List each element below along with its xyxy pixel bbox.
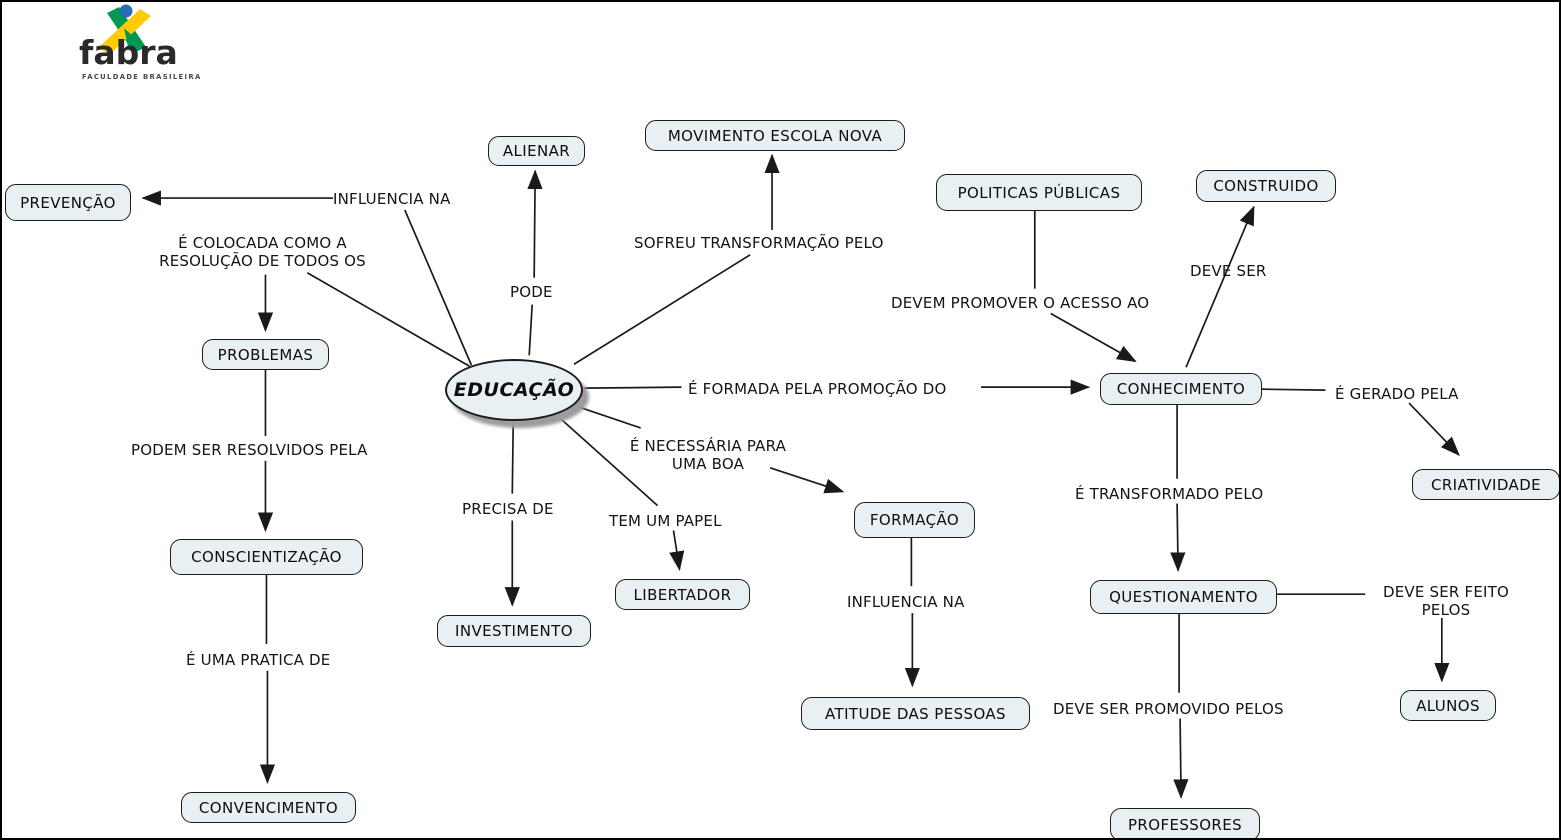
node-educacao[interactable]: EDUCAÇÃO [445,359,583,421]
node-politicas-publicas[interactable]: POLITICAS PÚBLICAS [936,174,1142,211]
edge-label-devem-promover[interactable]: DEVEM PROMOVER O ACESSO AO [891,294,1150,312]
edge-label-podem-ser-resolvidos[interactable]: PODEM SER RESOLVIDOS PELA [131,441,368,459]
arrow-papel-libertador [669,530,685,571]
edge-label-tem-um-papel[interactable]: TEM UM PAPEL [609,512,722,530]
fabra-logo: fabra FACULDADE BRASILEIRA [72,2,202,87]
node-conhecimento[interactable]: CONHECIMENTO [1100,373,1262,405]
arrow-gerado-criatividade [1408,402,1460,457]
node-investimento[interactable]: INVESTIMENTO [437,615,591,647]
arrow-pode-alienar [527,169,543,278]
edge-label-influencia-na-atitude[interactable]: INFLUENCIA NA [847,593,965,611]
node-prevencao[interactable]: PREVENÇÃO [5,184,131,221]
line-educacao-necessaria [578,406,641,429]
edge-label-pode[interactable]: PODE [510,283,553,301]
line-educacao-formada [583,386,682,389]
node-movimento-escola-nova[interactable]: MOVIMENTO ESCOLA NOVA [645,120,905,151]
node-criatividade[interactable]: CRIATIVIDADE [1412,469,1559,500]
node-convencimento[interactable]: CONVENCIMENTO [181,792,356,823]
edge-label-gerado-pela[interactable]: É GERADO PELA [1335,385,1459,403]
node-alunos[interactable]: ALUNOS [1400,690,1496,721]
edge-label-transformado-pelo[interactable]: É TRANSFORMADO PELO [1075,485,1264,503]
node-atitude-das-pessoas[interactable]: ATITUDE DAS PESSOAS [801,697,1030,730]
node-formacao[interactable]: FORMAÇÃO [854,502,975,538]
edge-label-promovido-pelos[interactable]: DEVE SER PROMOVIDO PELOS [1053,700,1284,718]
edge-label-colocada-resolucao[interactable]: É COLOCADA COMO A RESOLUÇÃO DE TODOS OS [159,234,366,271]
fabra-logo-subtitle: FACULDADE BRASILEIRA [82,73,202,81]
line-educacao-colocada [306,271,470,367]
arrow-necessaria-formacao [769,466,845,494]
arrow-devem-conhecimento [1050,312,1137,363]
node-professores[interactable]: PROFESSORES [1110,808,1260,838]
node-libertador[interactable]: LIBERTADOR [615,579,750,610]
fabra-logo-wordmark: fabra [79,33,178,72]
edge-label-necessaria-boa[interactable]: É NECESSÁRIA PARA UMA BOA [629,437,787,474]
edge-label-formada-promocao[interactable]: É FORMADA PELA PROMOÇÃO DO [688,380,947,398]
line-educacao-pode [528,304,534,356]
node-conscientizacao[interactable]: CONSCIENTIZAÇÃO [170,539,363,575]
arrow-transformado-questionamento [1170,503,1186,572]
arrow-conhecimento-construido [1185,205,1255,368]
edge-label-sofreu-transformacao[interactable]: SOFREU TRANSFORMAÇÃO PELO [634,234,884,252]
line-educacao-influencia [404,209,473,366]
edge-label-precisa-de[interactable]: PRECISA DE [462,500,554,518]
node-problemas[interactable]: PROBLEMAS [202,339,329,370]
line-educacao-precisa [511,418,515,494]
node-alienar[interactable]: ALIENAR [488,136,585,166]
line-educacao-sofreu [573,254,751,365]
edge-label-pratica-de[interactable]: É UMA PRATICA DE [186,651,331,669]
edge-label-feito-pelos[interactable]: DEVE SER FEITO PELOS [1382,583,1510,620]
line-educacao-papel [552,411,659,507]
line-conhecimento-gerado [1259,388,1326,391]
fabra-logo-icon [98,4,151,54]
node-construido[interactable]: CONSTRUIDO [1196,170,1336,202]
edge-label-deve-ser[interactable]: DEVE SER [1190,262,1267,280]
arrow-promovido-professores [1173,718,1189,799]
node-questionamento[interactable]: QUESTIONAMENTO [1090,580,1277,614]
edge-label-influencia-na-prevencao[interactable]: INFLUENCIA NA [333,190,451,208]
